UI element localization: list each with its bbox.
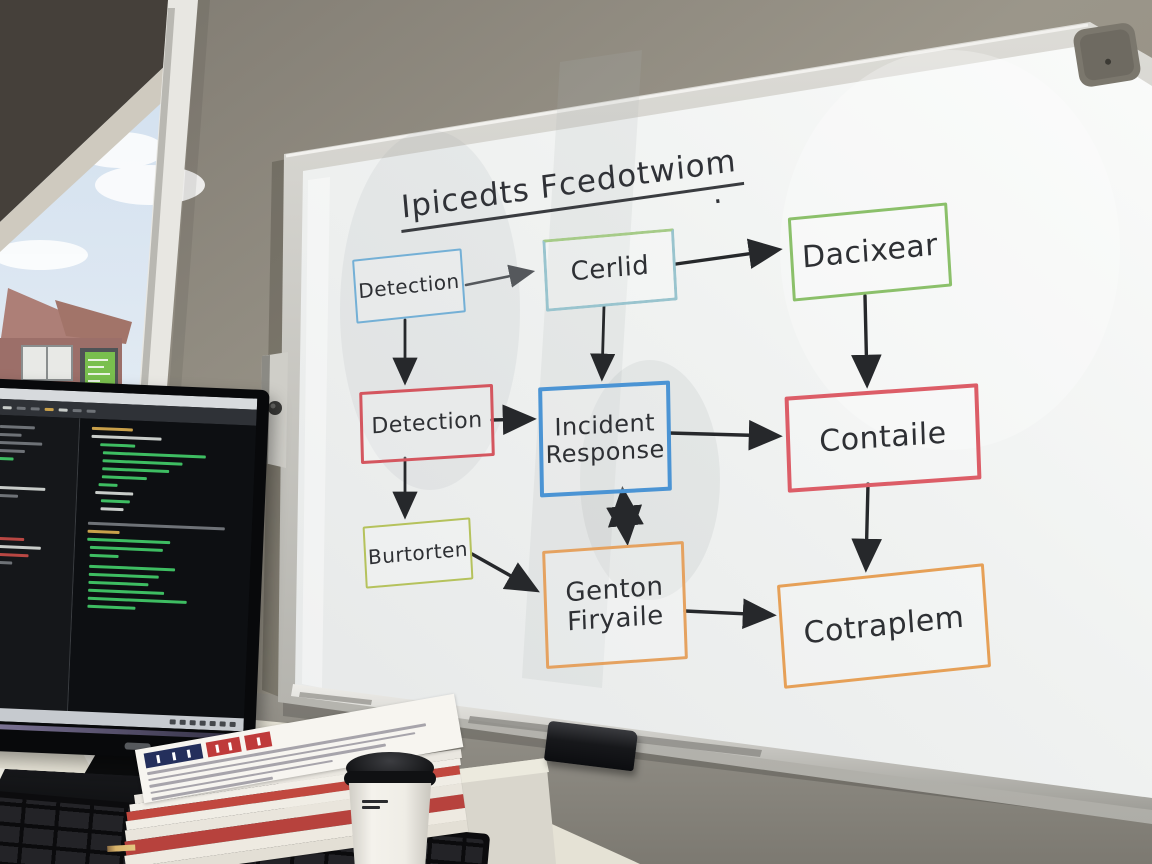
monitor <box>0 378 270 762</box>
blind-roll-edge <box>0 62 171 252</box>
whiteboard-eraser <box>543 720 639 772</box>
arrow-contaile-down <box>851 482 882 573</box>
arrow-cerlid-down <box>590 304 616 382</box>
corner-cap <box>1073 23 1141 87</box>
flow-box-contaile: Contaile <box>784 383 982 493</box>
window-blind <box>0 0 172 222</box>
flow-box-cerlid: Cerlid <box>542 228 678 312</box>
flow-box-detection-top: Detection <box>352 248 466 324</box>
whiteboard-title: Ipicedts Fcedotwiom <box>397 141 745 234</box>
flow-box-detection-mid: Detection <box>359 383 495 465</box>
arrow-incident-to-contaile <box>667 419 783 451</box>
code-editor <box>68 418 257 719</box>
coffee-cup-logo <box>362 800 388 812</box>
arrow-detection2-to-incident <box>490 404 537 436</box>
arrow-dacixear-down <box>851 294 882 389</box>
coffee-cup <box>344 752 436 864</box>
flow-box-incident-response: Incident Response <box>538 380 672 498</box>
arrow-burtorten-to-genton <box>470 552 540 593</box>
flow-box-genton-firyaile: Genton Firyaile <box>542 541 688 669</box>
code-sidebar <box>0 414 81 712</box>
arrow-cerlid-to-dacixear <box>674 238 783 269</box>
flow-box-burtorten: Burtorten <box>362 517 474 589</box>
arrow-detection-to-cerlid <box>464 264 536 288</box>
arrow-genton-to-cotraplem <box>683 598 777 630</box>
flow-box-dacixear: Dacixear <box>787 202 953 302</box>
flow-box-cotraplem: Cotraplem <box>776 563 992 689</box>
monitor-screen <box>0 387 258 732</box>
arrow-incident-genton-double <box>606 486 644 546</box>
